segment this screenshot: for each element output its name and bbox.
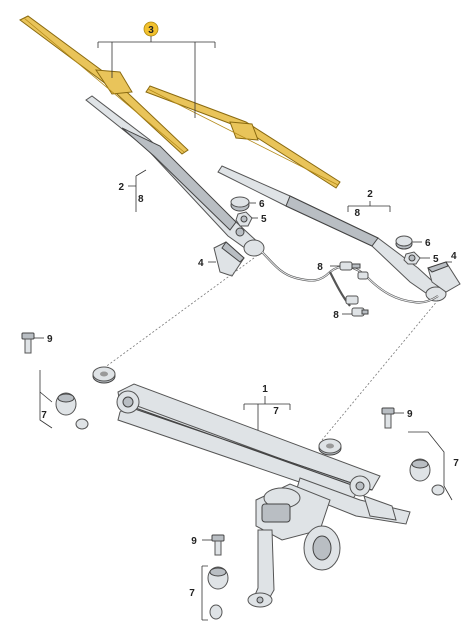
callout-label-linkage-sub: 7 xyxy=(273,406,279,417)
callout-linkage: 1 7 xyxy=(243,384,291,430)
callout-label-arm-left-sub: 8 xyxy=(138,194,144,205)
callout-arm-left: 2 8 xyxy=(118,169,147,212)
callout-label-hose-lower: 8 xyxy=(333,310,339,321)
wiper-arm-right[interactable] xyxy=(217,165,447,302)
callout-label-nut-left: 5 xyxy=(261,214,267,225)
nut-left[interactable] xyxy=(235,211,253,227)
hose-connector-lower[interactable] xyxy=(345,295,369,317)
wiper-linkage[interactable] xyxy=(116,383,411,525)
cover-right[interactable] xyxy=(427,261,461,293)
wiper-blade-right[interactable] xyxy=(145,85,341,189)
callout-label-arm-right-main: 2 xyxy=(367,189,373,200)
callout-label-hose-upper: 8 xyxy=(317,262,323,273)
callout-label-bolt-left: 9 xyxy=(47,334,53,345)
callout-label-linkage-main: 1 xyxy=(262,384,268,395)
bolt-right[interactable] xyxy=(381,407,395,429)
cover-left[interactable] xyxy=(213,241,245,277)
callout-label-cap-right: 6 xyxy=(425,238,431,249)
bush-right[interactable] xyxy=(409,458,445,496)
callout-label-arm-right-sub: 8 xyxy=(354,208,360,219)
wiper-blade-left[interactable] xyxy=(19,15,189,155)
callout-blade-set: 3 xyxy=(97,21,216,118)
hose-connector-upper[interactable] xyxy=(339,261,369,280)
callout-label-bush-motor: 7 xyxy=(189,588,195,599)
callout-label-nut-right: 5 xyxy=(433,254,439,265)
grommet-right[interactable] xyxy=(318,438,342,456)
callout-label-bolt-motor: 9 xyxy=(191,536,197,547)
grommet-left[interactable] xyxy=(92,366,116,384)
bolt-motor[interactable] xyxy=(211,534,225,556)
wiper-motor[interactable] xyxy=(247,483,341,608)
nut-right[interactable] xyxy=(403,251,421,265)
callout-label-arm-left-main: 2 xyxy=(118,182,124,193)
bush-motor[interactable] xyxy=(207,566,229,620)
callout-label-bush-right: 7 xyxy=(453,458,459,469)
cap-right[interactable] xyxy=(395,235,413,250)
wiper-arm-left[interactable] xyxy=(85,95,265,257)
cap-left[interactable] xyxy=(230,196,250,212)
callout-label-cover-left: 4 xyxy=(198,258,204,269)
callout-label-bush-left: 7 xyxy=(41,410,47,421)
callout-label-bolt-right: 9 xyxy=(407,409,413,420)
callout-label-cap-left: 6 xyxy=(259,199,265,210)
callout-label-cover-right: 4 xyxy=(451,251,457,262)
callout-label-3: 3 xyxy=(148,25,154,36)
bolt-left[interactable] xyxy=(21,332,35,354)
bush-left[interactable] xyxy=(55,392,89,430)
callout-arm-right: 2 8 xyxy=(347,189,391,219)
